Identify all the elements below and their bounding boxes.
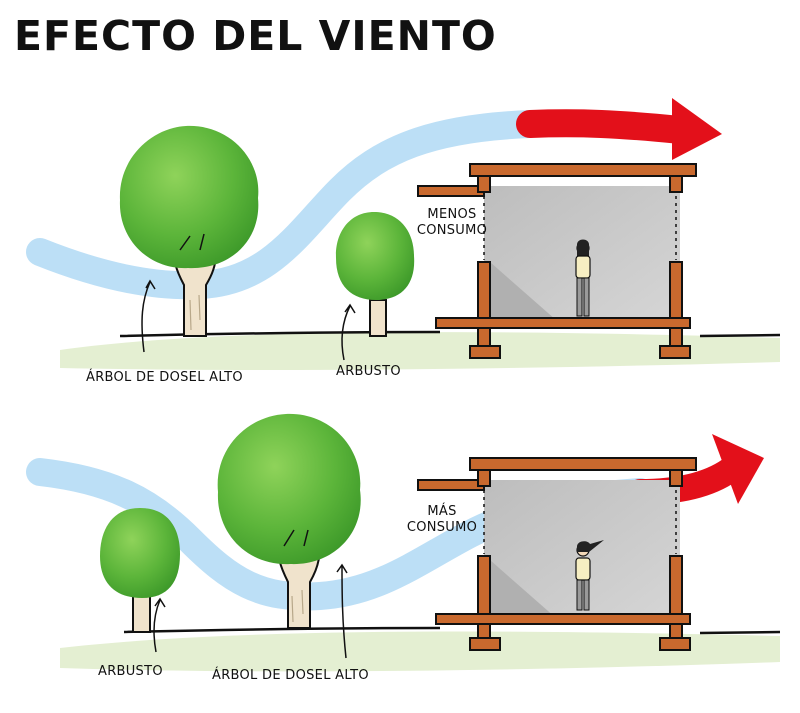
- top-shrub-label: ARBUSTO: [336, 364, 401, 379]
- bottom-ground: [60, 631, 780, 672]
- top-consumption-line2: CONSUMO: [416, 223, 488, 239]
- shrub-icon: [335, 212, 415, 337]
- top-ground-line: [119, 330, 781, 338]
- tree-icon: [119, 125, 259, 337]
- top-ground: [60, 332, 780, 370]
- bottom-scene: [26, 413, 781, 672]
- top-shrub-pointer: [341, 303, 356, 361]
- house-section-icon: [417, 163, 697, 359]
- person-icon: [575, 239, 591, 317]
- bottom-tall-tree-label: ÁRBOL DE DOSEL ALTO: [212, 668, 369, 683]
- shrub-icon: [100, 508, 180, 633]
- bottom-shrub-pointer: [153, 597, 166, 653]
- bottom-consumption-line1: MÁS: [427, 504, 457, 519]
- top-scene: [26, 98, 781, 370]
- bottom-tree-pointer: [336, 563, 348, 659]
- bottom-consumption-line2: CONSUMO: [406, 520, 478, 536]
- wind-arrow-icon: [516, 98, 722, 160]
- tree-icon: [217, 413, 361, 629]
- top-consumption-line1: MENOS: [427, 207, 477, 222]
- page-title: EFECTO DEL VIENTO: [14, 12, 497, 60]
- top-wind-flow: [26, 110, 544, 300]
- top-consumption-label: MENOS CONSUMO: [416, 207, 488, 240]
- person-icon: [575, 540, 604, 611]
- top-tree-pointer: [141, 279, 156, 353]
- bottom-shrub-label: ARBUSTO: [98, 664, 163, 679]
- bottom-consumption-label: MÁS CONSUMO: [406, 504, 478, 537]
- top-tall-tree-label: ÁRBOL DE DOSEL ALTO: [86, 370, 243, 385]
